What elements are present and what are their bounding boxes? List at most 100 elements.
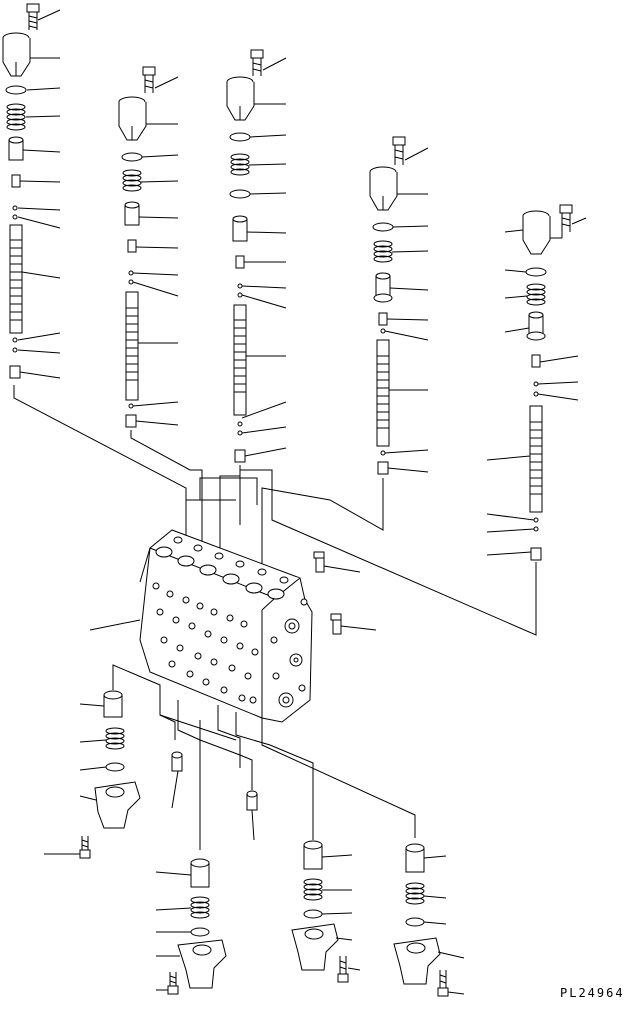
poppet: [12, 175, 20, 187]
ball: [13, 338, 17, 342]
ball: [381, 329, 385, 333]
control-valve-body: [90, 530, 312, 722]
plug: [235, 450, 245, 462]
bolt: [143, 67, 155, 93]
spring: [7, 104, 25, 130]
retainer: [233, 216, 247, 241]
leader-lines: [242, 58, 286, 456]
spool: [530, 406, 542, 512]
retainer: [374, 273, 392, 302]
retainer: [104, 691, 122, 717]
plug: [531, 548, 541, 560]
spring: [374, 241, 392, 262]
drawing-code: PL24964: [560, 986, 625, 1000]
valve-stack-2: [119, 67, 178, 427]
leader-lines: [133, 77, 178, 425]
spring: [231, 154, 249, 175]
bolt: [168, 972, 178, 994]
ball: [238, 293, 242, 297]
ball: [534, 527, 538, 531]
spring: [123, 170, 141, 191]
poppet: [128, 240, 136, 252]
valve-stack-4: [370, 137, 428, 474]
leader-lines: [18, 10, 60, 378]
ball: [381, 451, 385, 455]
retainer: [527, 312, 545, 340]
ball: [238, 422, 242, 426]
bolt: [251, 50, 263, 76]
leader-lines: [322, 855, 360, 970]
bolt: [27, 4, 39, 30]
leader-lines: [44, 704, 106, 854]
bottom-assembly-1: [156, 859, 226, 994]
poppet: [532, 355, 540, 367]
o-ring: [373, 223, 393, 231]
bolt: [438, 970, 448, 996]
spool: [10, 225, 22, 333]
bottom-assembly-2: [292, 841, 360, 982]
ball: [238, 284, 242, 288]
o-ring: [122, 153, 142, 161]
o-ring: [230, 133, 250, 141]
port-row-top: [156, 537, 288, 599]
o-ring: [304, 910, 322, 918]
side-plug-lower: [331, 614, 376, 634]
ball: [129, 404, 133, 408]
small-fitting-left: [172, 752, 182, 808]
leader-lines: [487, 218, 586, 555]
ball: [534, 382, 538, 386]
flange-cover: [95, 782, 140, 828]
ball: [238, 431, 242, 435]
port-holes-side: [271, 599, 307, 707]
valve-stack-5: [487, 205, 586, 560]
ball: [534, 518, 538, 522]
valve-cap: [370, 167, 397, 210]
leader-lines: [156, 872, 191, 990]
valve-cap: [227, 77, 254, 120]
o-ring: [406, 918, 424, 926]
retainer: [9, 137, 23, 160]
spring: [106, 728, 124, 749]
small-fitting-center: [247, 791, 257, 840]
bolt: [80, 836, 90, 858]
spring: [191, 897, 209, 918]
connecting-lines: [14, 385, 536, 635]
retainer: [304, 841, 322, 869]
lower-connecting-lines: [113, 665, 415, 850]
spring: [304, 879, 322, 900]
valve-cap: [119, 97, 146, 140]
spool: [126, 292, 138, 400]
lower-left-assembly: [44, 691, 140, 858]
poppet: [379, 313, 387, 325]
bolt: [393, 137, 405, 165]
ball: [534, 392, 538, 396]
spring: [406, 883, 424, 904]
plug: [126, 415, 136, 427]
valve-cap: [523, 211, 562, 254]
washer: [230, 190, 250, 198]
plug: [10, 366, 20, 378]
ball: [13, 215, 17, 219]
flange-cover: [178, 940, 226, 988]
ball: [129, 271, 133, 275]
o-ring: [526, 268, 546, 276]
poppet: [236, 256, 244, 268]
retainer: [125, 202, 139, 225]
port-holes-front: [153, 583, 258, 703]
flange-cover: [292, 924, 338, 970]
o-ring: [191, 928, 209, 936]
leader-lines: [424, 856, 464, 994]
o-ring: [6, 86, 26, 94]
valve-stack-1: [3, 4, 60, 378]
side-plug-upper: [314, 552, 360, 572]
spring: [527, 284, 545, 305]
leader-lines: [385, 148, 428, 472]
retainer: [406, 844, 424, 872]
plug: [378, 462, 388, 474]
spool: [377, 340, 389, 446]
bottom-assembly-3: [394, 844, 464, 996]
retainer: [191, 859, 209, 887]
valve-stack-3: [227, 50, 286, 462]
bolt: [338, 956, 348, 982]
